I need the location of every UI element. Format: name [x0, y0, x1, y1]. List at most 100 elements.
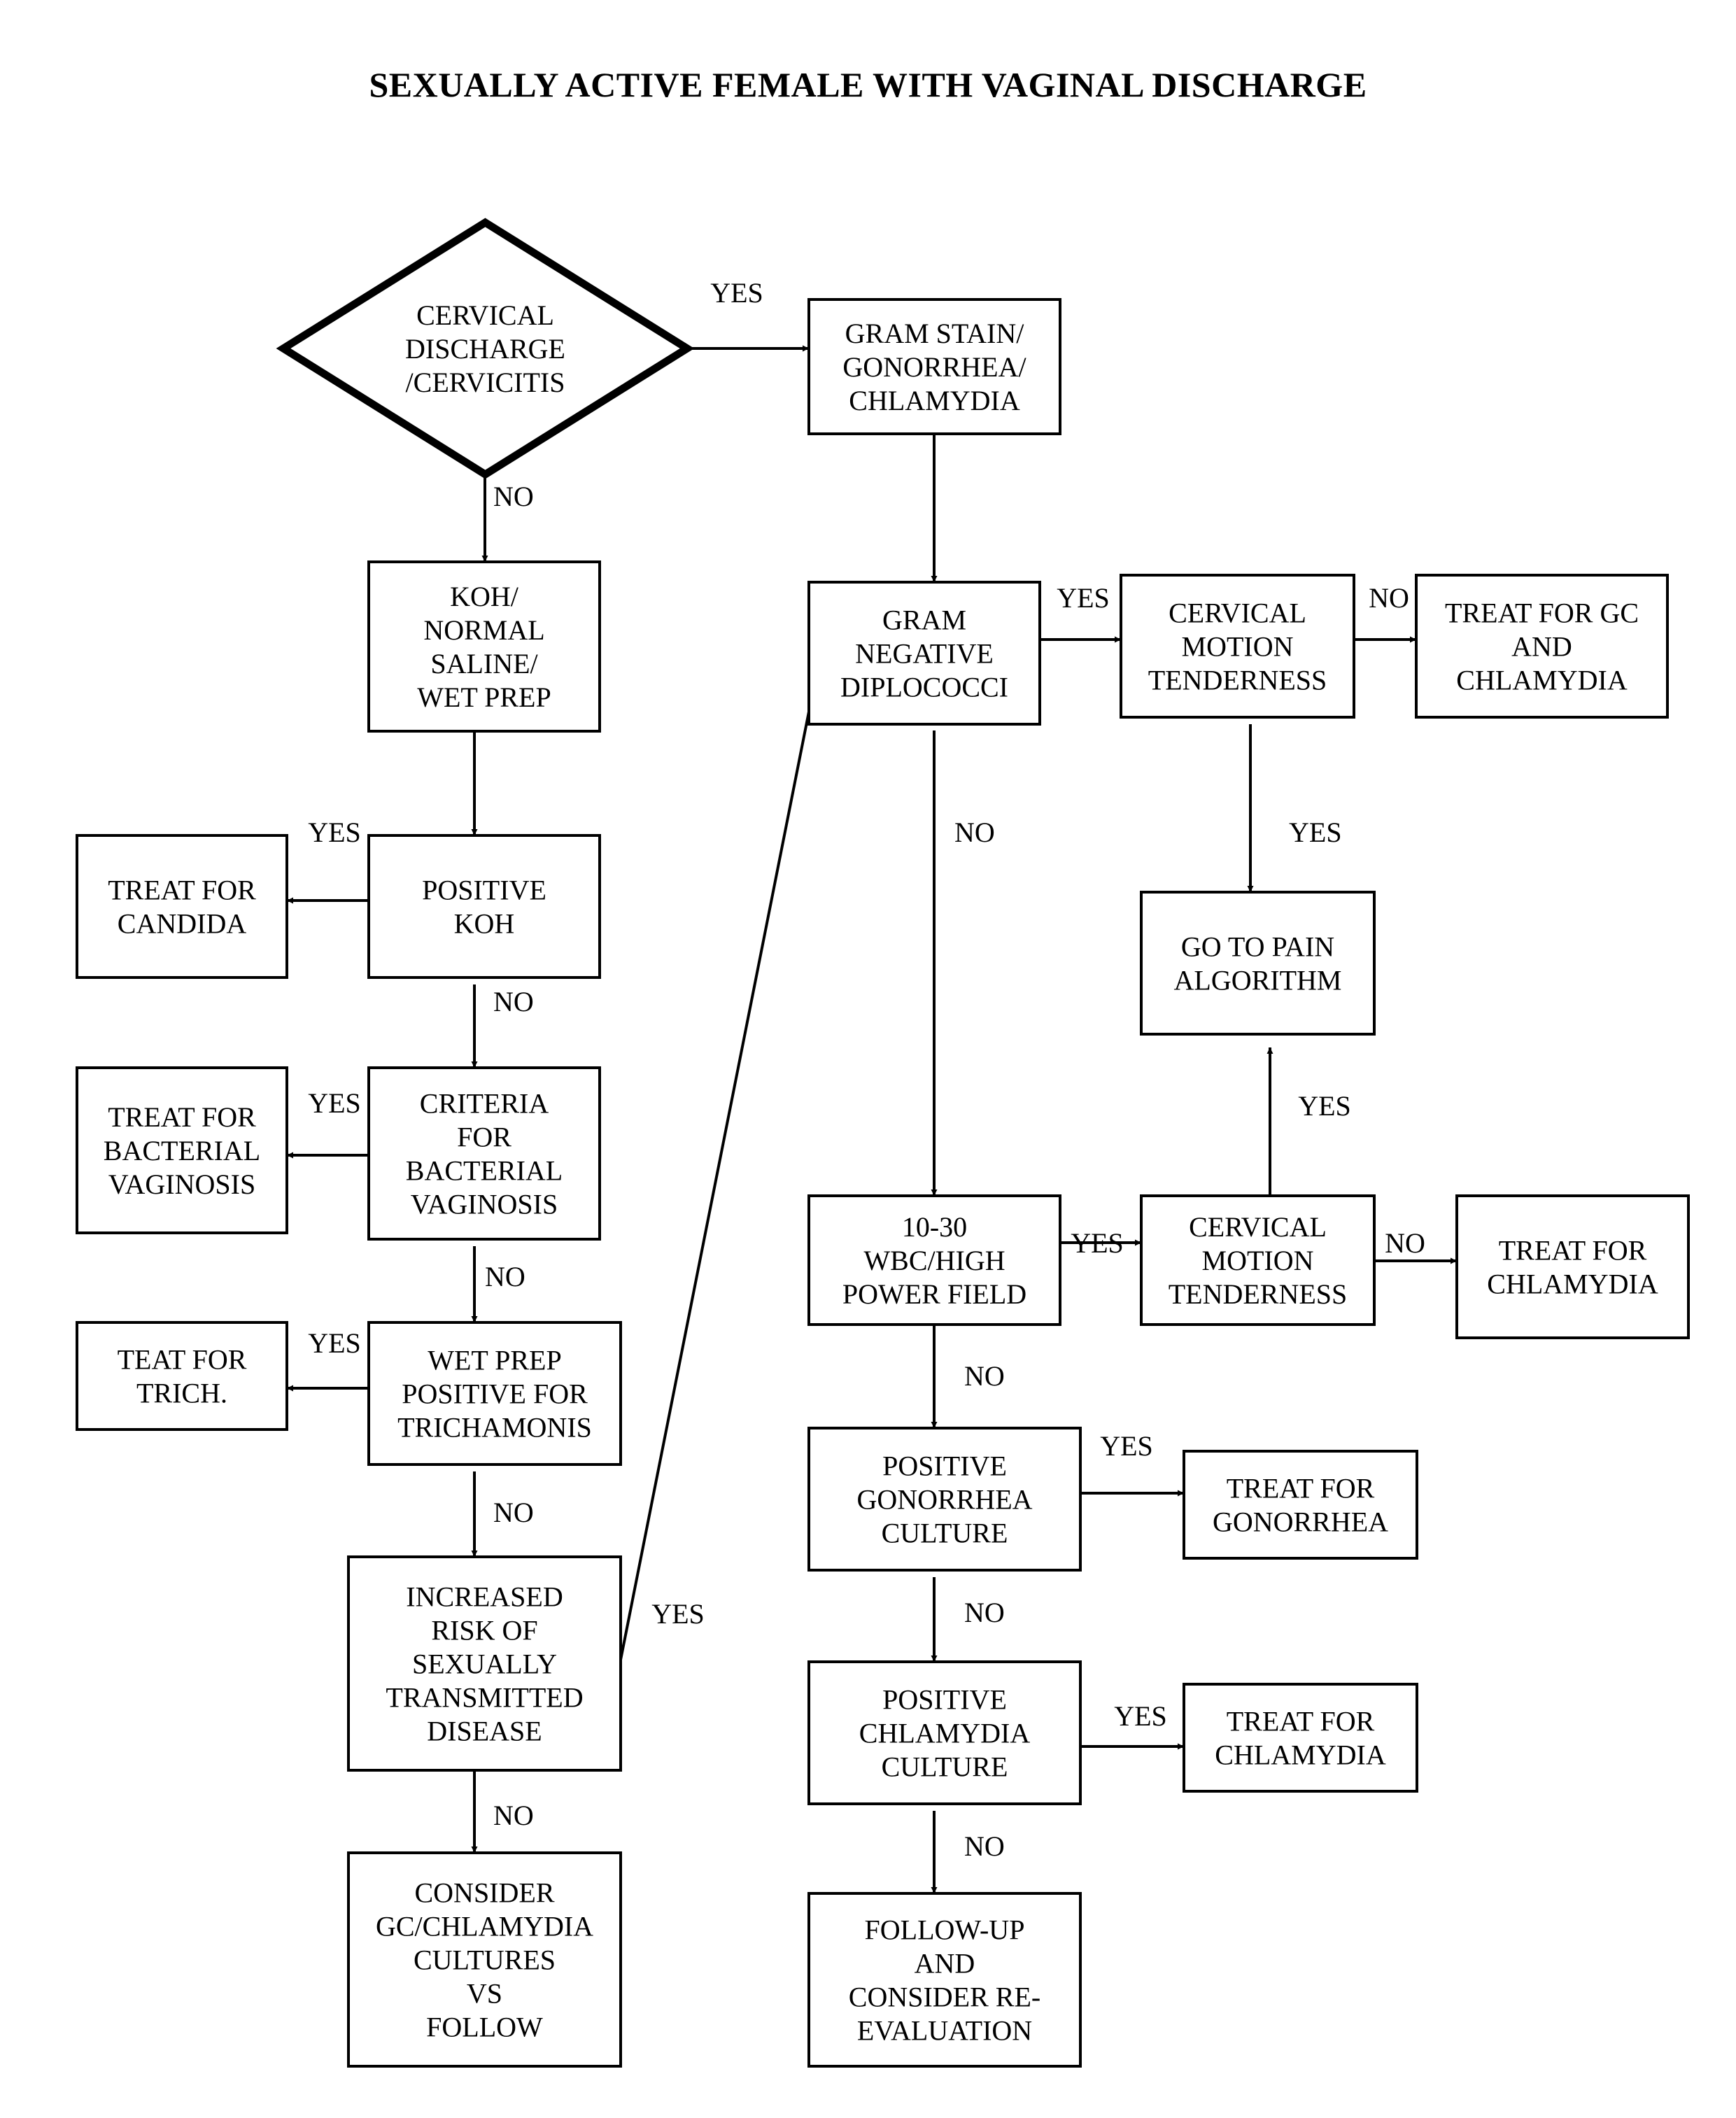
process-box [347, 1555, 622, 1772]
node-text-line: CERVICAL [1189, 1211, 1327, 1243]
node-text-line: SEXUALLY [412, 1648, 557, 1680]
process-box [1455, 1194, 1690, 1339]
node-text-line: TREAT FOR [108, 875, 256, 906]
node-text-line: /CERVICITIS [406, 367, 565, 398]
edge-label: NO [485, 1261, 525, 1292]
edge-label: YES [308, 1087, 361, 1119]
node-text-line: CULTURE [882, 1751, 1008, 1783]
edge-label: YES [1298, 1090, 1351, 1122]
node-text-line: CANDIDA [118, 908, 247, 940]
process-box [367, 560, 601, 733]
node-text-line: WET PREP [428, 1345, 562, 1376]
process-box [807, 581, 1041, 726]
process-box [807, 298, 1061, 435]
process-box [76, 834, 288, 979]
edge-label: YES [710, 277, 763, 309]
process-box [1183, 1683, 1418, 1793]
process-box [1140, 891, 1376, 1036]
edge-label: NO [964, 1830, 1005, 1862]
node-text-line: WBC/HIGH [863, 1245, 1005, 1276]
edge-label: NO [493, 1497, 534, 1528]
node-text-line: POWER FIELD [842, 1278, 1026, 1310]
node-text-line: FOLLOW [426, 2012, 543, 2043]
node-text-line: CHLAMYDIA [849, 385, 1020, 416]
edge-label: YES [308, 817, 361, 848]
edge-label: NO [493, 986, 534, 1017]
node-text-line: CONSIDER [414, 1877, 554, 1909]
node-text-line: TREAT FOR [1227, 1473, 1375, 1504]
edge-label: NO [493, 481, 534, 512]
process-box [807, 1660, 1082, 1805]
edge-label: YES [308, 1327, 361, 1359]
node-text-line: RISK OF [431, 1615, 537, 1646]
process-box [807, 1892, 1082, 2068]
edge-label: YES [1071, 1227, 1124, 1259]
process-box [1415, 574, 1669, 719]
process-box [1140, 1194, 1376, 1326]
node-text-line: CRITERIA [420, 1088, 549, 1120]
process-box [367, 1066, 601, 1241]
node-text-line: CHLAMYDIA [1487, 1269, 1658, 1300]
node-text-line: AND [1511, 631, 1572, 663]
process-box [76, 1066, 288, 1234]
node-text-line: SALINE/ [430, 648, 538, 679]
node-text-line: WET PREP [417, 682, 551, 713]
node-text-line: TREAT FOR [1499, 1235, 1647, 1266]
node-text-line: TREAT FOR [1227, 1706, 1375, 1737]
node-text-line: GONORRHEA/ [842, 351, 1026, 383]
node-text-line: CHLAMYDIA [859, 1718, 1031, 1749]
node-text-line: DIPLOCOCCI [840, 672, 1008, 703]
node-text-line: DISEASE [427, 1716, 542, 1747]
edge-label: NO [1385, 1227, 1425, 1259]
node-text-line: GC/CHLAMYDIA [376, 1911, 593, 1942]
edge-label: NO [954, 817, 995, 848]
process-box [807, 1427, 1082, 1572]
edge-label: YES [651, 1598, 705, 1630]
edge-label: NO [493, 1800, 534, 1831]
node-text-line: CHLAMYDIA [1456, 665, 1628, 696]
edge-label: YES [1057, 582, 1110, 614]
process-box [1120, 574, 1355, 719]
edge-label: YES [1289, 817, 1342, 848]
process-box [367, 834, 601, 979]
node-text-line: GRAM STAIN/ [845, 318, 1025, 349]
edge-label: NO [964, 1360, 1005, 1392]
node-text-line: BACTERIAL [406, 1155, 563, 1187]
node-text-line: VAGINOSIS [411, 1189, 558, 1220]
node-text-line: KOH [454, 908, 515, 940]
node-text-line: CONSIDER RE- [849, 1982, 1040, 2013]
page-title: SEXUALLY ACTIVE FEMALE WITH VAGINAL DISC… [369, 65, 1367, 104]
node-text-line: VS [467, 1978, 502, 2010]
node-text-line: TENDERNESS [1148, 665, 1327, 696]
process-box [367, 1321, 622, 1466]
node-text-line: TRICHAMONIS [397, 1412, 592, 1443]
node-text-line: BACTERIAL [104, 1135, 260, 1166]
node-text-line: AND [915, 1948, 975, 1979]
node-text-line: ALGORITHM [1174, 965, 1342, 996]
node-text-line: POSITIVE [882, 1450, 1007, 1482]
node-text-line: TRICH. [136, 1378, 227, 1409]
node-text-line: POSITIVE [882, 1684, 1007, 1716]
edge-label: YES [1100, 1430, 1153, 1462]
node-text-line: GRAM [882, 605, 966, 636]
node-text-line: GONORRHEA [1213, 1506, 1388, 1538]
node-text-line: GONORRHEA [856, 1484, 1032, 1516]
node-text-line: POSITIVE FOR [402, 1378, 588, 1410]
